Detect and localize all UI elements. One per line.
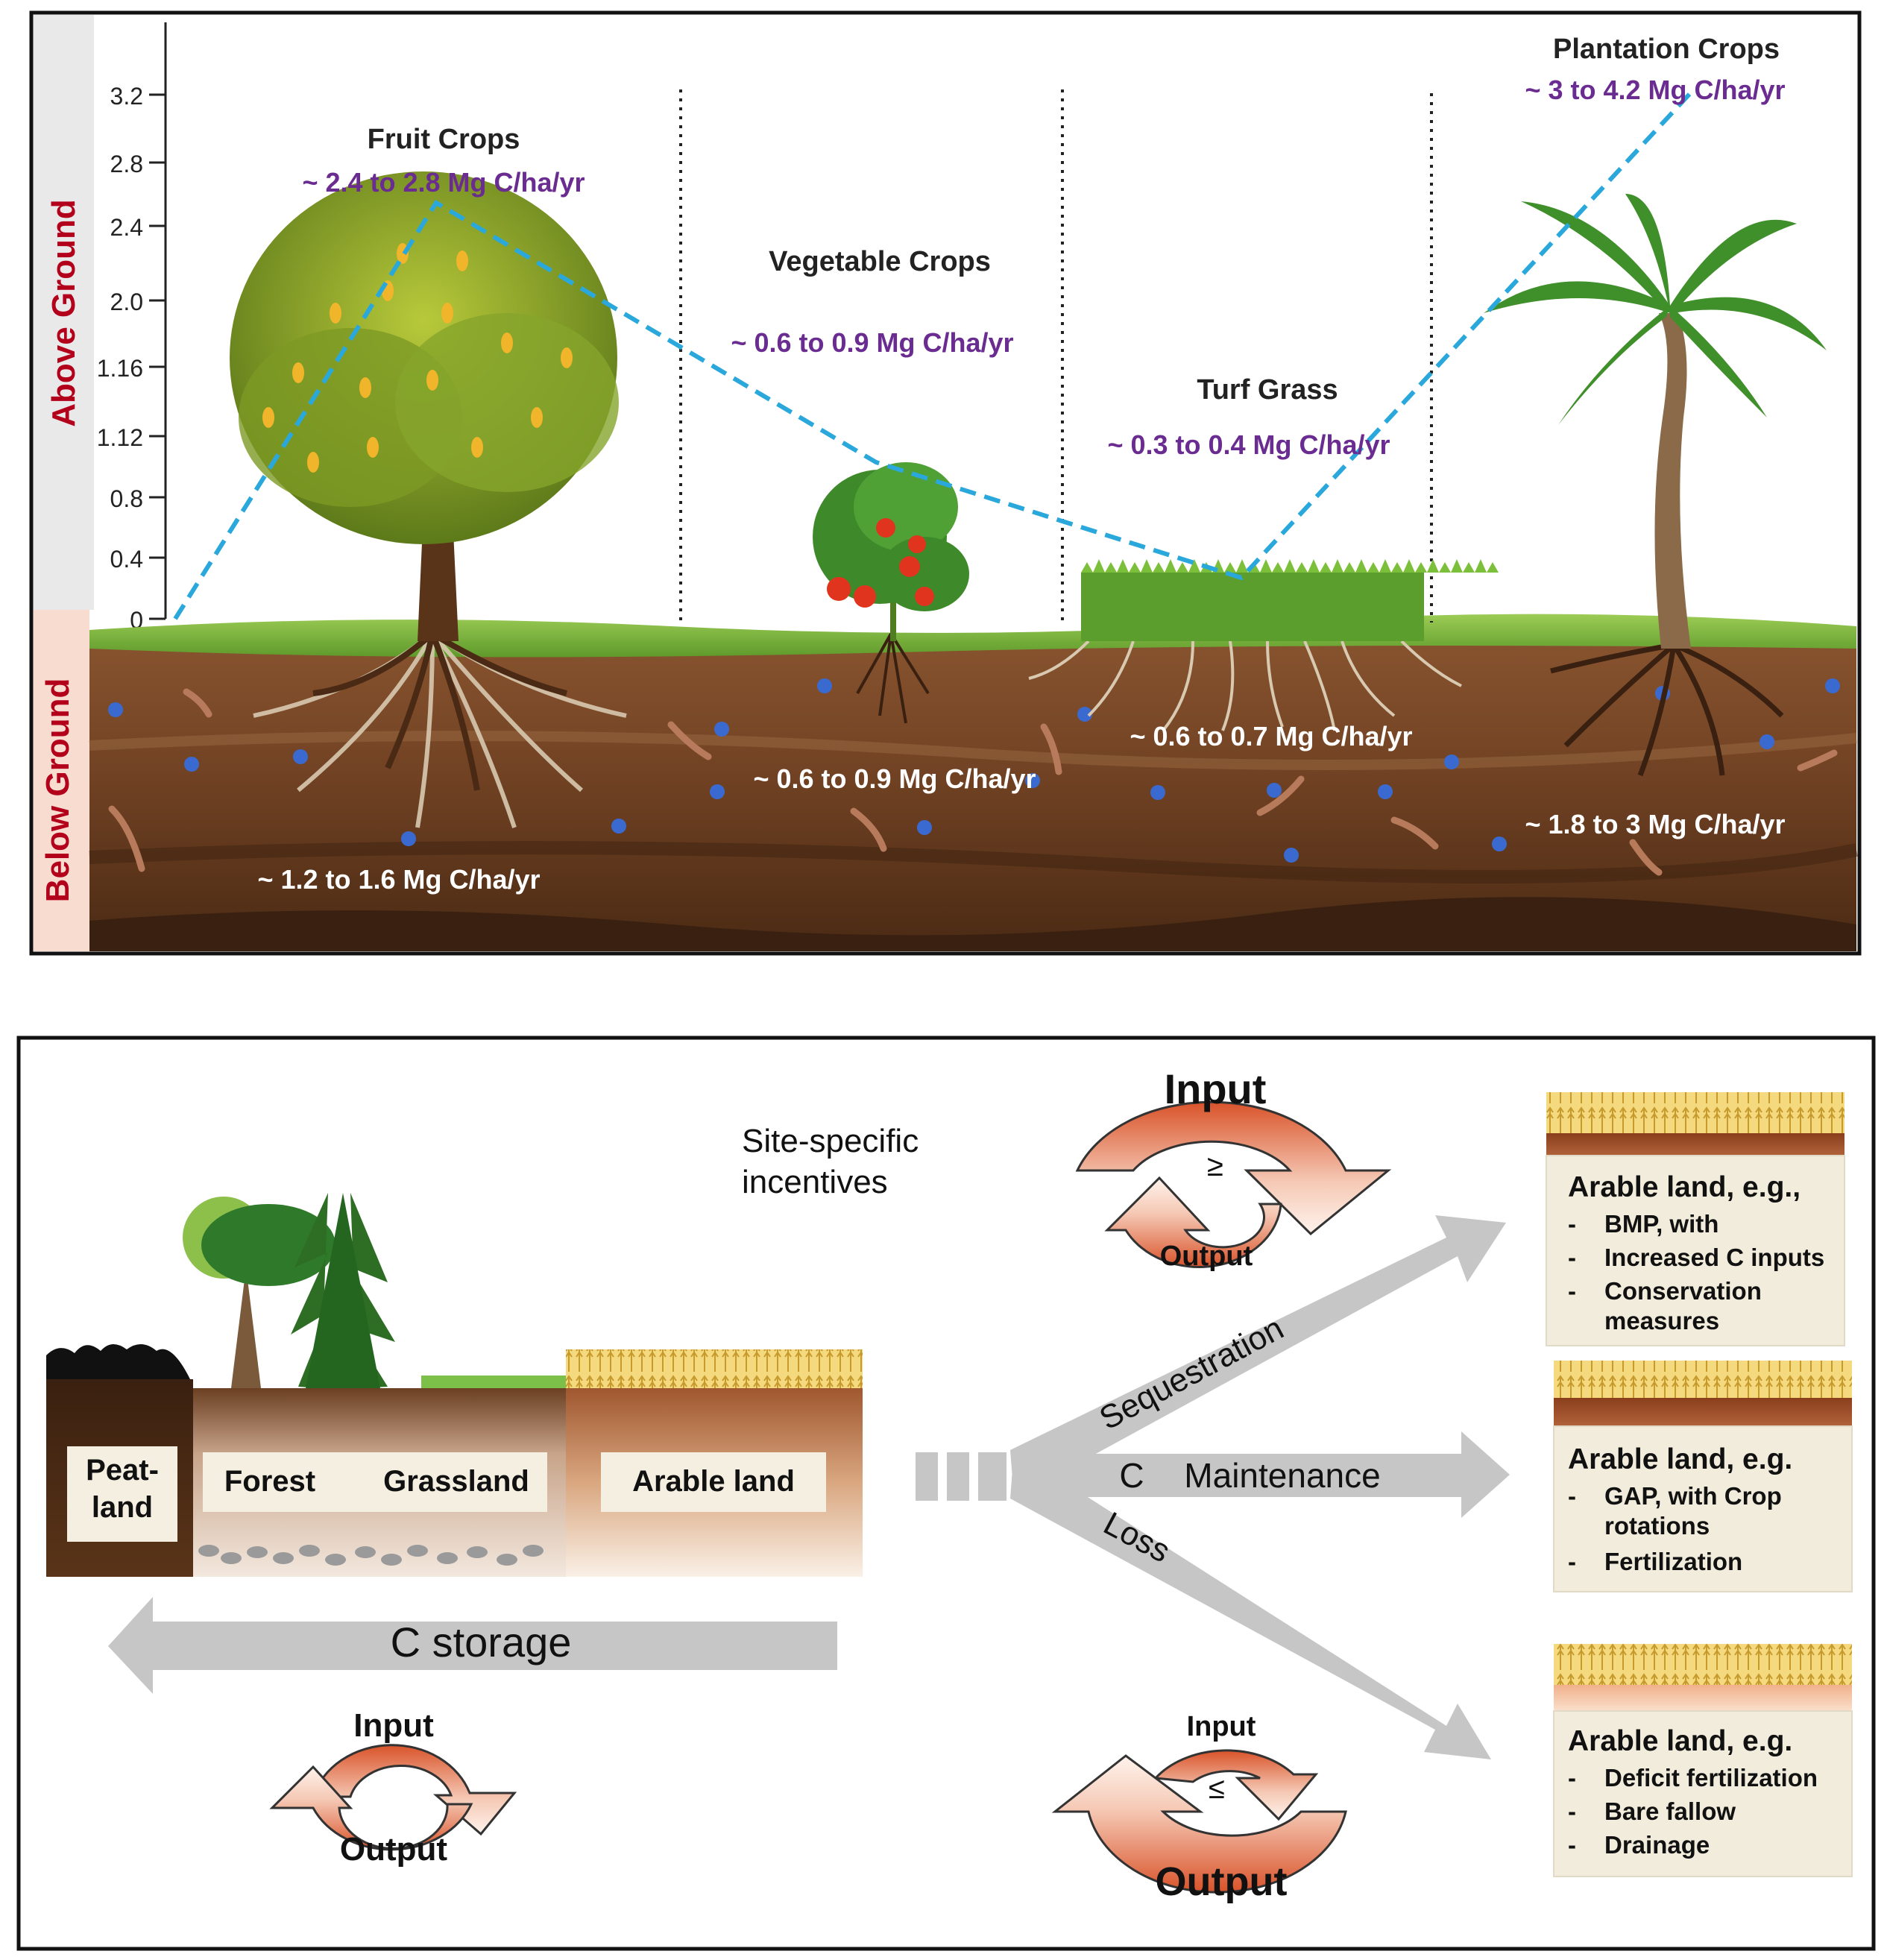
y-tick-label: 2.8 [110,151,143,177]
below-value-plantation: ~ 1.8 to 3 Mg C/ha/yr [1525,809,1785,839]
box2-item: rotations [1604,1512,1710,1540]
soil-stratum [89,841,1858,883]
box2-title: Arable land, e.g. [1568,1443,1792,1475]
y-tick-label: 2.0 [110,289,143,315]
crop-name-turf: Turf Grass [1197,374,1338,406]
cycle-top-input: Input [1165,1065,1267,1112]
y-tick-label: 1.16 [97,355,143,382]
y-tick-label: 1.12 [97,424,143,451]
palm-tree-illustration [1484,194,1827,777]
land-cross-section: Peat- land Forest Grassland Arable land [46,1193,863,1577]
y-axis-ticks: 3.2 2.8 2.4 2.0 1.16 1.12 0.8 0.4 0 [97,83,166,634]
above-ground-bar [34,15,94,610]
box1-item: Conservation [1604,1277,1762,1305]
fruit-tree-illustration [230,171,627,828]
below-value-vegetable: ~ 0.6 to 0.9 Mg C/ha/yr [753,763,1036,794]
box2-item: GAP, with Crop [1604,1482,1782,1510]
box3-item: Drainage [1604,1831,1710,1859]
cycle-left-input: Input [353,1707,434,1744]
forest-grassland-label-box [203,1452,547,1512]
above-value-fruit: ~ 2.4 to 2.8 Mg C/ha/yr [302,167,585,198]
box1-dash: - [1568,1244,1576,1271]
cycle-left-output: Output [340,1831,448,1868]
bottom-panel: Site-specific incentives [16,1036,1876,1951]
box1-item: BMP, with [1604,1210,1719,1238]
site-specific-line1: Site-specific [742,1123,919,1159]
box1-item: measures [1604,1307,1719,1334]
turf-grass-illustration [1028,559,1499,732]
above-value-turf: ~ 0.3 to 0.4 Mg C/ha/yr [1107,429,1390,460]
box2-dash: - [1568,1482,1576,1510]
below-ground-label: Below Ground [40,678,76,903]
cycle-top-output: Output [1160,1241,1253,1272]
box-sequestration: Arable land, e.g., - BMP, with - Increas… [1546,1092,1845,1346]
above-value-vegetable: ~ 0.6 to 0.9 Mg C/ha/yr [731,327,1013,358]
cycle-bottom-symbol: ≤ [1209,1772,1225,1805]
cycle-input-le-output: Input ≤ Output [1051,1711,1347,1904]
box-loss: Arable land, e.g. - Deficit fertilizatio… [1553,1644,1853,1877]
box1-dash: - [1568,1277,1576,1305]
y-tick-label: 0.4 [110,546,143,573]
box1-item: Increased C inputs [1604,1244,1824,1271]
crop-name-fruit: Fruit Crops [368,124,520,155]
y-tick-label: 0.8 [110,485,143,512]
arrow-origin-dashes [916,1452,1006,1501]
arable-crop-strip [566,1349,863,1388]
sequestration-arrow [1010,1215,1506,1499]
below-value-turf: ~ 0.6 to 0.7 Mg C/ha/yr [1130,721,1412,751]
loss-arrow [1010,1450,1491,1759]
cycle-top-symbol: ≥ [1207,1150,1223,1182]
above-value-plantation: ~ 3 to 4.2 Mg C/ha/yr [1525,75,1785,105]
earthworms [108,688,1838,876]
site-specific-line2: incentives [742,1164,888,1200]
box3-dash: - [1568,1831,1576,1859]
box3-dash: - [1568,1764,1576,1792]
maintenance-arrow [1021,1431,1510,1518]
below-value-fruit: ~ 1.2 to 1.6 Mg C/ha/yr [257,864,540,895]
section-dividers [679,89,1433,626]
y-tick-label: 3.2 [110,83,143,110]
box3-title: Arable land, e.g. [1568,1725,1792,1757]
crop-name-plantation: Plantation Crops [1553,34,1780,65]
arable-label: Arable land [632,1465,795,1498]
cycle-input-ge-output: Input ≥ Output [1075,1065,1392,1272]
box-maintenance: Arable land, e.g. - GAP, with Crop rotat… [1553,1361,1853,1592]
above-ground-label: Above Ground [45,199,82,427]
box3-item: Deficit fertilization [1604,1764,1818,1792]
crop-name-vegetable: Vegetable Crops [769,246,991,277]
soil-stratum [89,731,1857,770]
box2-item: Fertilization [1604,1548,1742,1575]
cycle-bottom-output: Output [1156,1859,1288,1904]
peatland-label-line2: land [92,1491,153,1524]
box1-title: Arable land, e.g., [1568,1171,1801,1203]
forest-label: Forest [224,1465,315,1498]
box3-dash: - [1568,1797,1576,1825]
maintenance-label: Maintenance [1184,1456,1380,1495]
arable-label-box [601,1452,826,1512]
box2-dash: - [1568,1548,1576,1575]
grassland-label: Grassland [383,1465,529,1498]
below-ground-bar [34,610,89,951]
top-panel: Above Ground Below Ground 3.2 2.8 2.4 2.… [29,10,1862,956]
tomato-plant-illustration [813,462,969,724]
peatland-label-line1: Peat- [86,1454,159,1487]
y-tick-label: 2.4 [110,214,143,241]
box3-item: Bare fallow [1604,1797,1736,1825]
cycle-bottom-input: Input [1187,1711,1256,1742]
peatland-label-box [67,1446,177,1542]
box1-dash: - [1568,1210,1576,1238]
cycle-input-output: Input Output [269,1707,517,1868]
c-label: C [1119,1456,1144,1495]
sequestration-trend-line [173,89,1695,620]
c-storage-label: C storage [391,1619,572,1666]
c-storage-arrow [108,1597,837,1694]
soil-rock-layer [89,897,1856,951]
